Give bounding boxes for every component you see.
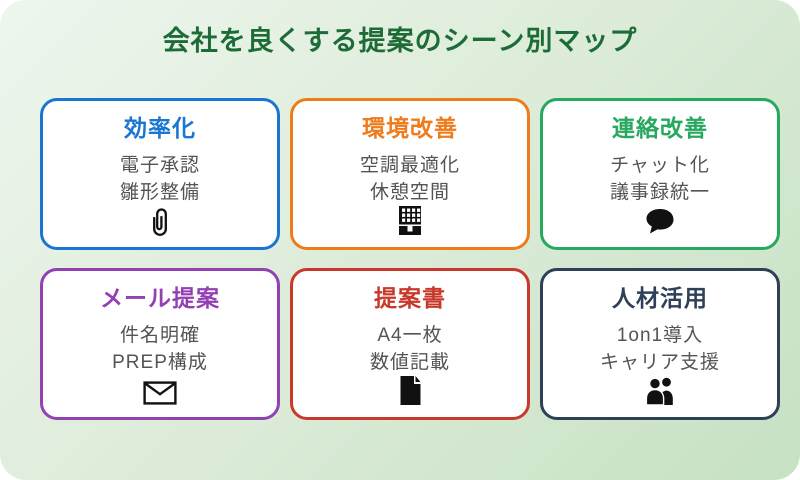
card-line: 空調最適化	[359, 155, 460, 176]
speech-bubble-icon	[645, 206, 675, 235]
card-mail: メール提案 件名明確 PREP構成	[40, 268, 280, 420]
card-line: PREP構成	[112, 352, 208, 373]
card-environment: 環境改善 空調最適化 休憩空間	[290, 98, 530, 250]
card-line: 1on1導入	[616, 325, 704, 346]
document-icon	[399, 376, 422, 405]
card-line: 数値記載	[369, 352, 450, 373]
building-icon	[396, 206, 424, 235]
card-line: 休憩空間	[369, 182, 450, 203]
card-line: 件名明確	[119, 325, 200, 346]
card-line: チャット化	[610, 155, 710, 176]
envelope-icon	[143, 376, 177, 405]
card-line: 電子承認	[119, 155, 200, 176]
card-title: 連絡改善	[612, 115, 708, 141]
card-efficiency: 効率化 電子承認 雛形整備	[40, 98, 280, 250]
card-hr: 人材活用 1on1導入 キャリア支援	[540, 268, 780, 420]
paperclip-icon	[148, 206, 172, 238]
page-title: 会社を良くする提案のシーン別マップ	[162, 26, 638, 56]
card-line: キャリア支援	[599, 352, 720, 373]
card-communication: 連絡改善 チャット化 議事録統一	[540, 98, 780, 250]
people-icon	[644, 376, 677, 405]
card-line: 議事録統一	[609, 182, 710, 203]
card-title: 環境改善	[362, 115, 458, 141]
card-line: A4一枚	[377, 325, 443, 346]
card-title: 提案書	[374, 285, 446, 311]
card-title: 人材活用	[612, 285, 708, 311]
card-line: 雛形整備	[119, 182, 200, 203]
card-title: メール提案	[100, 285, 220, 311]
card-proposal-doc: 提案書 A4一枚 数値記載	[290, 268, 530, 420]
card-grid: 効率化 電子承認 雛形整備 環境改善 空調最適化 休憩空間	[0, 98, 800, 420]
card-title: 効率化	[124, 115, 196, 141]
